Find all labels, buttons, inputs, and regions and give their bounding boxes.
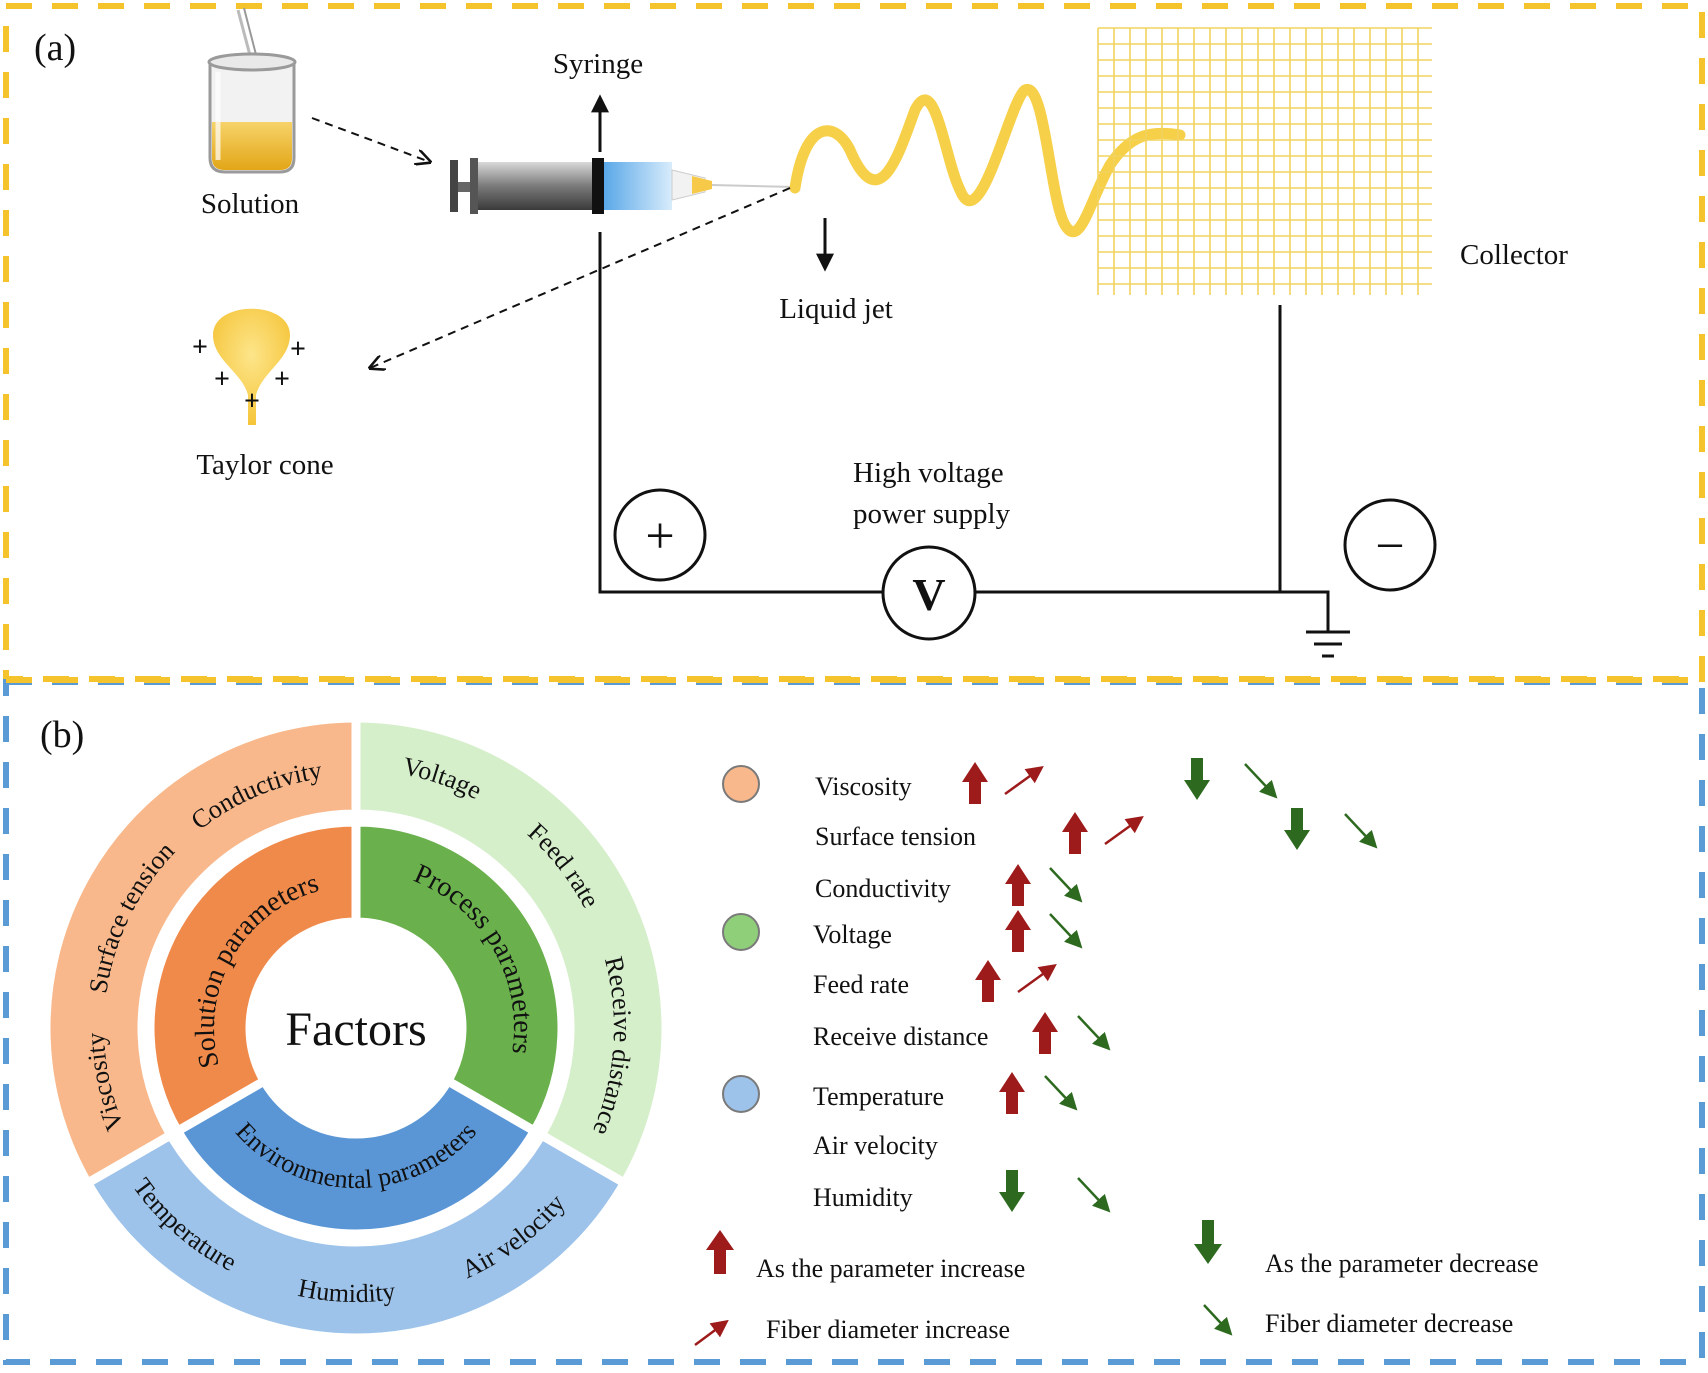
legend-fiber-increase: Fiber diameter increase (766, 1315, 1010, 1344)
fiber-decrease-arrow-icon (1077, 1015, 1111, 1051)
fiber-increase-arrow-icon (694, 1319, 729, 1347)
environmental-outer-sector (81, 1128, 631, 1343)
fiber-decrease-arrow-icon (1344, 813, 1378, 849)
charge-symbol: + (274, 364, 290, 395)
legend-fiber-decrease: Fiber diameter decrease (1265, 1309, 1513, 1338)
decrease-thick-arrow-icon (1194, 1220, 1222, 1264)
positive-symbol: + (645, 508, 674, 565)
ground-icon (1306, 622, 1350, 658)
effect-name: Receive distance (813, 1022, 988, 1051)
effect-name: Surface tension (815, 822, 976, 851)
effect-name: Humidity (813, 1183, 913, 1212)
increase-thick-arrow-icon (962, 762, 988, 804)
increase-thick-arrow-icon (706, 1230, 734, 1274)
syringe-icon (450, 158, 796, 214)
environmental-inner-sector (171, 1074, 541, 1239)
charge-symbol: + (192, 332, 208, 363)
voltmeter-symbol: V (912, 569, 945, 620)
taylor-cone-label: Taylor cone (196, 449, 333, 481)
panel-b-label: (b) (40, 714, 84, 756)
negative-symbol: − (1375, 518, 1404, 575)
decrease-thick-arrow-icon (1284, 808, 1310, 850)
power-supply-label-line2: power supply (853, 498, 1011, 530)
effect-name: Temperature (813, 1082, 944, 1111)
factors-center (252, 924, 460, 1132)
liquid-jet-label: Liquid jet (779, 293, 893, 325)
solution-outer-sector (41, 713, 361, 1190)
circuit-wire-positive (598, 232, 882, 594)
legend-param-increase: As the parameter increase (756, 1254, 1025, 1283)
taylor-cone-icon (213, 308, 290, 425)
circuit-wire-negative (975, 590, 1330, 622)
fiber-decrease-arrow-icon (1049, 867, 1083, 903)
fiber-decrease-arrow-icon (1049, 913, 1083, 949)
voltmeter-icon (881, 545, 977, 641)
solution-label: Solution (201, 188, 300, 220)
increase-thick-arrow-icon (1005, 910, 1031, 952)
effect-name: Viscosity (815, 772, 912, 801)
decrease-thick-arrow-icon (1184, 758, 1210, 800)
syringe-label: Syringe (553, 48, 643, 80)
increase-thick-arrow-icon (1032, 1012, 1058, 1054)
legend: As the parameter increase As the paramet… (694, 1220, 1539, 1347)
legend-param-decrease: As the parameter decrease (1265, 1249, 1539, 1278)
decrease-thick-arrow-icon (999, 1170, 1025, 1212)
charge-symbol: + (244, 386, 260, 417)
process-outer-sector (351, 713, 671, 1190)
fiber-increase-arrow-icon (1017, 963, 1057, 994)
collector-label: Collector (1460, 239, 1568, 271)
taylor-cone-charges: +++++ (192, 332, 306, 417)
fiber-decrease-arrow-icon (1203, 1304, 1233, 1336)
category-marker-green (722, 913, 760, 951)
factors-center-label: Factors (285, 1003, 426, 1056)
negative-terminal (1343, 498, 1437, 592)
charge-symbol: + (214, 364, 230, 395)
collector-grid (1097, 27, 1432, 295)
increase-thick-arrow-icon (975, 960, 1001, 1002)
fiber-decrease-arrow-icon (1244, 763, 1278, 799)
effect-name: Conductivity (815, 874, 951, 903)
effect-name: Air velocity (813, 1131, 938, 1160)
category-marker-orange (722, 765, 760, 803)
fiber-decrease-arrow-icon (1077, 1177, 1111, 1213)
panel-a-border (3, 3, 1705, 682)
effect-name: Feed rate (813, 970, 909, 999)
fiber-increase-arrow-icon (1104, 815, 1144, 846)
power-supply-label-line1: High voltage (853, 457, 1004, 489)
outer-humidity-label: Humidity (296, 1273, 397, 1308)
process-inner-sector (351, 817, 567, 1138)
increase-thick-arrow-icon (1062, 812, 1088, 854)
panel-a-label: (a) (34, 27, 76, 69)
beaker-icon (207, 7, 297, 174)
category-marker-blue (722, 1075, 760, 1113)
solution-inner-sector (145, 817, 361, 1138)
increase-thick-arrow-icon (1005, 864, 1031, 906)
needle-to-taylor-cone-arrow (370, 187, 791, 368)
fiber-increase-arrow-icon (1004, 765, 1044, 796)
charge-symbol: + (290, 334, 306, 365)
fiber-decrease-arrow-icon (1044, 1075, 1078, 1111)
increase-thick-arrow-icon (999, 1072, 1025, 1114)
solution-to-syringe-arrow (311, 117, 430, 162)
effect-name: Voltage (813, 920, 892, 949)
positive-terminal (613, 488, 707, 582)
liquid-jet-stream (789, 84, 1186, 238)
